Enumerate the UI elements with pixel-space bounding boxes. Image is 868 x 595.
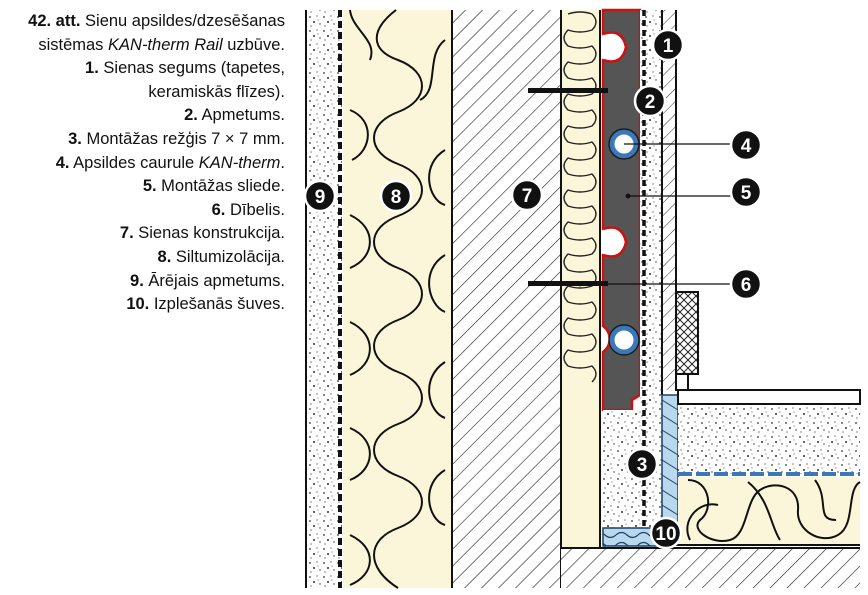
legend-text: Ārējais apmetums. <box>143 271 285 290</box>
inner-insulation-strip <box>562 10 600 548</box>
legend-list: 1. Sienas segums (tapetes,keramiskās flī… <box>0 57 285 317</box>
legend-text: Sienas segums (tapetes, <box>98 59 285 78</box>
figure-number: 42. att. <box>28 12 81 30</box>
callout-label: 3 <box>637 455 648 476</box>
callout-7: 7 <box>510 178 544 212</box>
legend-text: keramiskās flīzes). <box>148 82 285 101</box>
callout-label: 6 <box>741 275 752 296</box>
insulation-wave-pattern <box>349 9 446 589</box>
legend-item: 1. Sienas segums (tapetes, <box>0 57 285 81</box>
floor-screed <box>678 404 860 474</box>
dowel <box>528 281 608 286</box>
caption-title-part1: Sienu apsildes/dzesēšanas <box>80 12 285 30</box>
legend-text: Izplešanās šuves. <box>149 295 285 314</box>
callout-label: 5 <box>741 183 752 204</box>
legend-text: Montāžas sliede. <box>156 177 285 196</box>
floor-finish <box>677 389 861 405</box>
legend-number: 6. <box>211 200 226 219</box>
legend-item: 5. Montāžas sliede. <box>0 175 285 199</box>
callout-label: 4 <box>741 136 752 157</box>
legend-number: 9. <box>130 271 144 290</box>
legend-product-name: KAN-therm <box>198 153 281 172</box>
callout-circle <box>633 84 667 118</box>
legend-number: 2. <box>184 106 198 125</box>
callout-circle <box>303 179 337 213</box>
callout-label: 10 <box>655 524 676 545</box>
caption-title-part3: uzbūve. <box>222 35 285 54</box>
legend-number: 7. <box>119 224 134 243</box>
callout-4: 4 <box>729 128 763 162</box>
callout-label: 8 <box>391 187 402 208</box>
callout-badges: 1 2 3 4 5 6 7 8 9 10 <box>303 28 763 550</box>
callout-circle <box>729 175 763 209</box>
legend-item: 7. Sienas konstrukcija. <box>0 222 285 246</box>
callout-label: 1 <box>663 36 674 57</box>
legend-item: 10. Izplešanās šuves. <box>0 293 285 317</box>
callout-circle <box>510 178 544 212</box>
callout-3: 3 <box>625 447 659 481</box>
baseboard <box>675 291 699 375</box>
legend-number: 4. <box>55 153 70 172</box>
legend-text: Apsildes caurule <box>69 153 199 172</box>
legend-number: 10. <box>126 295 150 314</box>
legend-text-tail: . <box>280 153 285 172</box>
callout-label: 7 <box>522 186 533 207</box>
floor-insulation-pattern <box>686 479 861 542</box>
callout-circle <box>379 179 413 213</box>
pipe-clips <box>602 31 628 258</box>
callout-2: 2 <box>633 84 667 118</box>
wall-covering-layer <box>663 10 675 390</box>
heating-pipes <box>608 128 640 356</box>
legend-number: 1. <box>85 59 99 78</box>
legend-text: Dībelis. <box>225 200 285 219</box>
legend-item: 6. Dībelis. <box>0 199 285 223</box>
callout-label: 9 <box>315 187 326 208</box>
callout-5: 5 <box>729 175 763 209</box>
legend-number: 5. <box>142 177 157 196</box>
legend-item: 2. Apmetums. <box>0 104 285 128</box>
heating-pipe <box>609 325 639 355</box>
callout-1: 1 <box>651 28 685 62</box>
dowel <box>528 88 608 93</box>
legend-text: Siltumizolācija. <box>171 247 285 266</box>
inner-insulation-pattern <box>563 11 597 383</box>
legend-text: Apmetums. <box>197 106 285 125</box>
legend-item: 9. Ārējais apmetums. <box>0 270 285 294</box>
legend-text: Sienas konstrukcija. <box>133 224 285 243</box>
caption-title-part2: sistēmas <box>38 35 109 54</box>
callout-circle <box>729 267 763 301</box>
callout-6: 6 <box>729 267 763 301</box>
callout-10: 10 <box>649 516 683 550</box>
thermal-insulation-layer <box>343 10 452 588</box>
callout-circle <box>729 128 763 162</box>
wall-structure-layer <box>453 10 561 588</box>
legend-number: 3. <box>68 129 82 148</box>
legend-item: keramiskās flīzes). <box>0 81 285 105</box>
caption-product-name: KAN-therm Rail <box>108 35 223 54</box>
base-slab <box>561 548 860 588</box>
legend-item: 4. Apsildes caurule KAN-therm. <box>0 152 285 176</box>
legend-item: 8. Siltumizolācija. <box>0 246 285 270</box>
callout-circle <box>625 447 659 481</box>
callout-circle <box>649 516 683 550</box>
callout-leaders <box>577 143 742 287</box>
figure-caption: 42. att. Sienu apsildes/dzesēšanas sistē… <box>0 10 285 317</box>
legend-item: 3. Montāžas režģis 7 × 7 mm. <box>0 128 285 152</box>
external-render-layer <box>306 10 342 588</box>
callout-label: 2 <box>645 92 656 113</box>
callout-8: 8 <box>379 179 413 213</box>
callout-circle <box>651 28 685 62</box>
callout-9: 9 <box>303 179 337 213</box>
legend-number: 8. <box>157 247 172 266</box>
legend-text: Montāžas režģis 7 × 7 mm. <box>81 129 285 148</box>
